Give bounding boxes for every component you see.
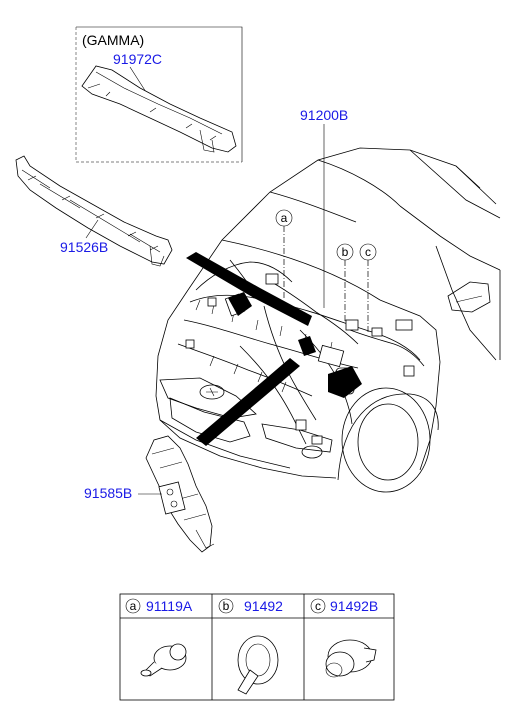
callout-91200B: 91200B <box>300 107 348 123</box>
marker-c: c <box>359 243 377 334</box>
battery-block <box>228 292 252 316</box>
ecu-block <box>328 366 362 398</box>
legend-letter-a: a <box>130 599 137 613</box>
callout-91526B: 91526B <box>60 239 108 255</box>
leader-band-upper <box>186 252 312 326</box>
grommet-91492B-drawing <box>325 639 377 678</box>
legend-letter-c: c <box>315 599 321 613</box>
callout-91585B: 91585B <box>84 485 132 501</box>
marker-b-letter: b <box>342 245 349 259</box>
callout-91972C: 91972C <box>113 51 162 67</box>
protector-91972C <box>81 65 237 153</box>
legend-part-a: 91119A <box>146 598 193 614</box>
marker-c-letter: c <box>365 245 371 259</box>
legend-letter-b: b <box>223 599 230 613</box>
gamma-inset: (GAMMA) 91972C <box>75 26 243 163</box>
legend-table: a 91119A b 91492 c 91492B <box>119 593 395 701</box>
legend-header-c: c 91492B <box>310 598 378 614</box>
leader-band-lower <box>196 358 300 446</box>
legend-header-a: a 91119A <box>125 598 193 614</box>
legend-part-b: 91492 <box>244 598 283 614</box>
gamma-label: (GAMMA) <box>82 32 144 48</box>
protector-91526B <box>15 155 173 267</box>
grommet-91492-drawing <box>237 635 279 695</box>
marker-a: a <box>275 209 293 300</box>
legend-header-b: b 91492 <box>218 598 283 614</box>
marker-a-letter: a <box>281 211 288 225</box>
marker-b: b <box>336 243 354 322</box>
grommet-91119A-drawing <box>140 643 187 677</box>
legend-part-c: 91492B <box>330 598 378 614</box>
wiring-harness <box>177 259 425 445</box>
bracket-91585B <box>145 435 215 553</box>
car-body <box>155 147 501 493</box>
